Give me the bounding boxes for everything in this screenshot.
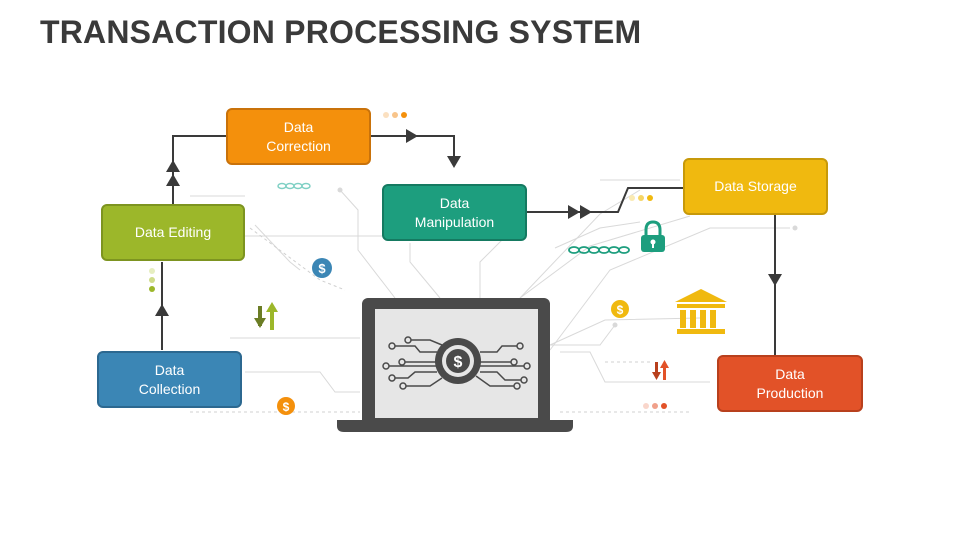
- arrow-head-right: [406, 129, 418, 143]
- node-data-editing: Data Editing: [101, 204, 245, 261]
- dollar-icon: $: [611, 300, 629, 318]
- updown-arrows-icon: [652, 360, 669, 380]
- node-data-correction: Data Correction: [226, 108, 371, 165]
- updown-arrows-icon: [254, 302, 278, 330]
- dollar-icon: $: [277, 397, 295, 415]
- dashed-lines: [190, 227, 690, 413]
- dots-icon: [383, 112, 407, 118]
- dots-icon: [643, 403, 667, 409]
- chain-link-icon: [568, 246, 630, 254]
- node-data-manipulation: Data Manipulation: [382, 184, 527, 241]
- bank-icon: [675, 289, 727, 334]
- node-data-storage: Data Storage: [683, 158, 828, 215]
- dots-icon: [629, 195, 653, 201]
- page-title: TRANSACTION PROCESSING SYSTEM: [40, 14, 642, 50]
- arrow-head-up: [166, 174, 180, 186]
- dots-icon: [149, 268, 155, 292]
- padlock-icon: [641, 220, 665, 252]
- arrow-heads: [155, 129, 782, 316]
- arrow-head-right: [580, 205, 592, 219]
- arrow-head-up: [155, 304, 169, 316]
- circuit-nodes: [337, 187, 798, 328]
- svg-text:$: $: [454, 354, 463, 371]
- node-data-production: Data Production: [717, 355, 863, 412]
- dollar-icon: $: [312, 258, 332, 278]
- chain-link-icon: [277, 182, 311, 190]
- arrow-head-down: [768, 274, 782, 286]
- circuit-lines: [190, 179, 790, 393]
- circuit-chip-icon: $: [382, 336, 531, 390]
- svg-text:$: $: [318, 261, 326, 276]
- arrow-head-right: [568, 205, 580, 219]
- svg-text:$: $: [617, 303, 624, 317]
- svg-text:$: $: [283, 400, 290, 414]
- arrow-head-up: [166, 160, 180, 172]
- node-data-collection: Data Collection: [97, 351, 242, 408]
- arrow-head-down: [447, 156, 461, 168]
